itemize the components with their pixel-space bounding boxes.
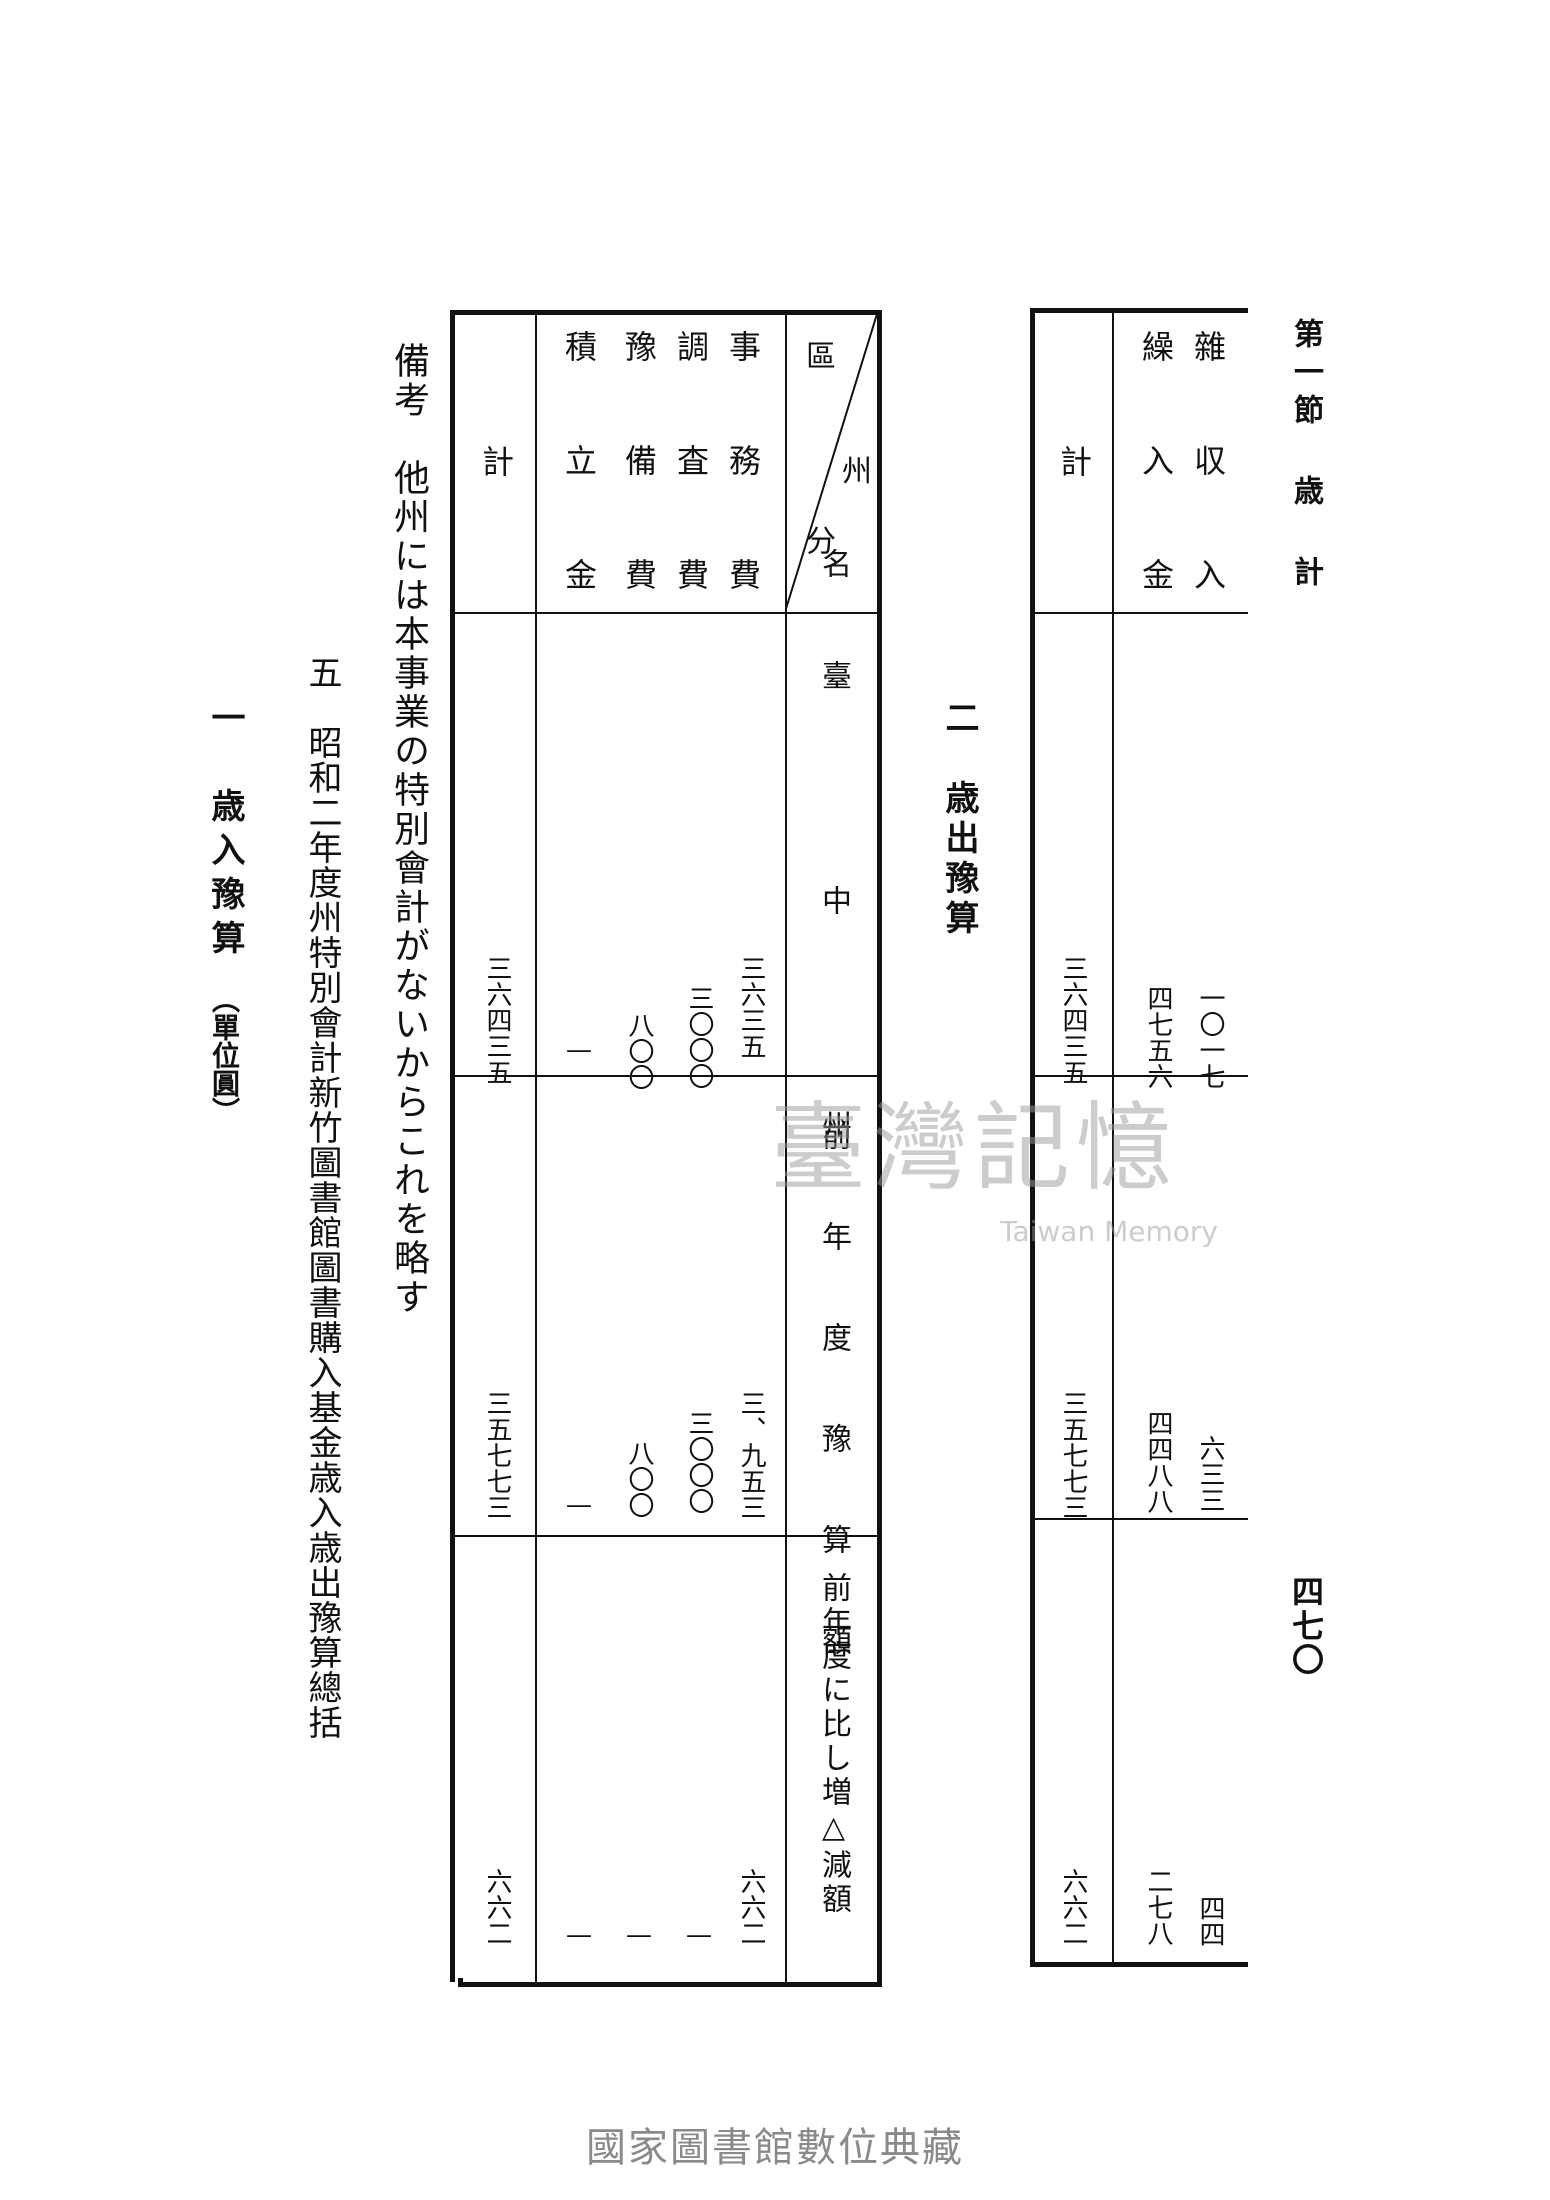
prev-office-expenses: 三、九五三 [736,1390,766,1520]
budget-reserve-fund: — [564,1035,594,1065]
diff-total: 六六二 [1058,1868,1088,1946]
diff-total: 六六二 [482,1868,512,1946]
row-label-transfer-income: 繰 入 金 [1137,330,1175,612]
diff-misc-income: 四四 [1195,1895,1225,1947]
header-taichu-state: 臺 中 州 [816,660,851,1220]
diff-transfer-income: 二七八 [1143,1868,1173,1946]
header-increase-decrease: 前年度に比し増△減額 [816,1572,851,1917]
prev-misc-income: 六三三 [1195,1435,1225,1513]
budget-misc-income: 一〇一七 [1195,985,1225,1089]
row-label-total: 計 [477,445,515,477]
expenditure-heading: 二 歳出豫算 [939,700,979,940]
budget-reserve-expenses: 八〇〇 [624,1012,654,1090]
diff-survey-expenses: — [684,1920,714,1950]
revenue-budget-heading: 一 歳入豫算 [205,700,245,964]
prev-transfer-income: 四四八八 [1143,1410,1173,1514]
special-account-heading: 五 昭和二年度州特別會計新竹圖書館圖書購入基金歳入歳出豫算總括 [302,655,342,1740]
footer-text: 國家圖書館數位典藏 [586,2125,964,2171]
prev-survey-expenses: 三〇〇〇 [684,1410,714,1514]
header-name: 名 [816,548,851,578]
prev-total: 三五七七三 [1058,1390,1088,1520]
row-label-reserve-expenses: 豫 備 費 [620,330,658,612]
remark-note: 備考 他州には本事業の特別會計がないからこれを略す [388,342,429,1317]
row-label-reserve-fund: 積 立 金 [560,330,598,612]
prev-total: 三五七七三 [482,1390,512,1520]
budget-total: 三六四三五 [1058,955,1088,1085]
watermark-main: 臺灣記憶 [770,1092,1178,1204]
diff-reserve-expenses: — [624,1920,654,1950]
budget-total: 三六四三五 [482,955,512,1085]
budget-survey-expenses: 三〇〇〇 [684,985,714,1089]
budget-transfer-income: 四七五六 [1143,985,1173,1089]
watermark-logo: 臺灣記憶 Taiwan Memory [770,1100,1250,1250]
diff-office-expenses: 六六二 [736,1868,766,1946]
watermark-sub: Taiwan Memory [1000,1215,1218,1248]
row-label-total: 計 [1055,445,1093,477]
prev-reserve-fund: — [564,1490,594,1520]
header-previous-budget: 前 年 度 豫 算 額 [816,1120,851,1673]
prev-reserve-expenses: 八〇〇 [624,1440,654,1518]
header-diagonal [785,314,878,613]
header-state: 州 [836,455,871,485]
unit-note: （單位圓） [208,985,241,1125]
header-category: 區 分 [800,340,835,615]
row-label-survey-expenses: 調 査 費 [672,330,710,612]
budget-office-expenses: 三六三五 [736,955,766,1059]
row-label-misc-income: 雜 収 入 [1189,330,1227,612]
section-title: 第一節 歳 計 [1288,318,1323,594]
row-label-office-expenses: 事 務 費 [724,330,762,612]
diff-reserve-fund: — [564,1920,594,1950]
page-number: 四七〇 [1287,1575,1325,1677]
